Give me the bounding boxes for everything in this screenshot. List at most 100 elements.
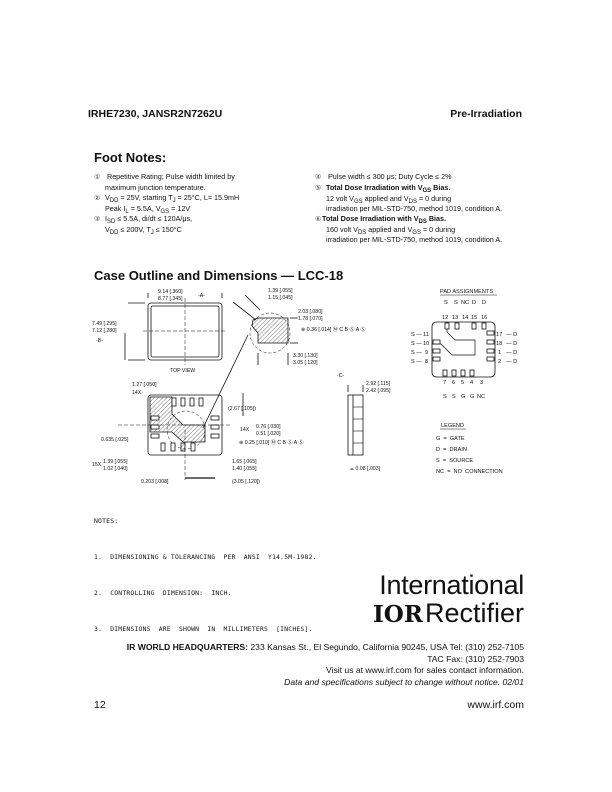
- svg-text:16: 16: [481, 315, 487, 321]
- note-item: 2. CONTROLLING DIMENSION: INCH.: [94, 589, 232, 597]
- top-view-label: TOP VIEW: [170, 368, 195, 374]
- dim-pad-h-min: 1.78 [.070]: [298, 316, 323, 322]
- svg-text:3: 3: [480, 380, 483, 386]
- svg-text:S: S: [454, 300, 458, 306]
- dim-pad-small-max: 0.76 [.030]: [256, 424, 281, 430]
- dim-ref-1: (2.67 [.105]): [228, 406, 256, 412]
- dim-pad-small-min: 0.51 [.020]: [256, 431, 281, 437]
- dim-thick-min: 2.42 [.095]: [366, 388, 391, 394]
- footnotes-left: ① Repetitive Rating; Pulse width limited…: [94, 172, 314, 236]
- svg-text:11: 11: [423, 332, 429, 338]
- note-item: 1. DIMENSIONING & TOLERANCING PER ANSI Y…: [94, 553, 317, 561]
- svg-text:13: 13: [452, 315, 458, 321]
- svg-text:2: 2: [498, 359, 501, 365]
- page-number: 12: [94, 699, 106, 711]
- pad-assignments-title: PAD ASSIGNMENTS: [440, 289, 493, 295]
- tolerance-frame-1: ⊕ 0.36 [.014] Ⓜ C B Ⓢ A Ⓢ: [301, 325, 366, 333]
- side-view-outline: [347, 394, 364, 456]
- legend-item: NC = NO CONNECTION: [436, 469, 503, 475]
- svg-text:7: 7: [443, 380, 446, 386]
- dim-width-min: 8.77 [.345]: [158, 296, 183, 302]
- svg-text:4: 4: [470, 380, 473, 386]
- svg-text:— D: — D: [506, 359, 517, 365]
- disclaimer: Data and specifications subject to chang…: [284, 676, 524, 687]
- footnotes-title: Foot Notes:: [94, 150, 167, 165]
- svg-text:8: 8: [425, 359, 428, 365]
- svg-text:S —: S —: [411, 350, 422, 356]
- svg-text:D: D: [482, 300, 486, 306]
- svg-text:S: S: [444, 300, 448, 306]
- legend-item: D = DRAIN: [436, 447, 467, 453]
- dim-pad-w-min: 3.05 [.120]: [293, 360, 318, 366]
- dim-corner-min: 1.40 [.055]: [232, 466, 257, 472]
- svg-text:S: S: [452, 394, 456, 400]
- pad-right-column: 17— D 18— D 1— D 2— D: [496, 332, 517, 365]
- dim-pad-len-min: 1.02 [.040]: [103, 466, 128, 472]
- svg-text:NC: NC: [461, 300, 469, 306]
- notes-title: NOTES:: [94, 517, 119, 525]
- svg-text:S —: S —: [411, 359, 422, 365]
- visit-text: Visit us at www.irf.com for sales contac…: [325, 665, 524, 675]
- svg-text:S: S: [443, 394, 447, 400]
- svg-text:— D: — D: [506, 332, 517, 338]
- dim-pitch: 1.27 [.050]: [132, 382, 157, 388]
- svg-text:15: 15: [471, 315, 477, 321]
- svg-text:G: G: [461, 394, 465, 400]
- svg-text:14: 14: [462, 315, 468, 321]
- legend-title: LEGEND: [441, 423, 464, 429]
- dim-width-max: 9.14 [.360]: [158, 289, 183, 295]
- dim-14x-b: 14X: [240, 427, 250, 433]
- dim-small: 0.203 [.008]: [141, 479, 169, 485]
- svg-text:12: 12: [442, 315, 448, 321]
- pad-left-column: S —11 S —10 S —9 S —8: [411, 332, 429, 365]
- footnotes-right: ④ Pulse width ≤ 300 μs; Duty Cycle ≤ 2% …: [315, 172, 535, 245]
- svg-text:17: 17: [496, 332, 502, 338]
- fax: TAC Fax: (310) 252-7903: [427, 653, 524, 664]
- svg-text:18: 18: [496, 341, 502, 347]
- tolerance-frame-2: ⊕ 0.25 [.010] Ⓜ C B Ⓢ A Ⓢ: [239, 438, 304, 446]
- case-outline-title: Case Outline and Dimensions — LCC-18: [94, 268, 344, 283]
- svg-text:G: G: [470, 394, 474, 400]
- footnote-1: ① Repetitive Rating; Pulse width limited…: [94, 172, 235, 192]
- logo-rectifier: IORRectifier: [373, 598, 524, 628]
- hq-address: 233 Kansas St., El Segundo, California 9…: [248, 642, 524, 652]
- datum-b: -B-: [96, 338, 103, 344]
- datum-c: -C-: [337, 373, 344, 379]
- pad-bottom-row: 7S 6S 5G 4G 3NC: [443, 380, 485, 400]
- dim-thick-max: 2.92 [.115]: [366, 381, 391, 387]
- svg-text:— D: — D: [506, 350, 517, 356]
- dim-15x: 15X: [92, 462, 102, 468]
- svg-text:S —: S —: [411, 332, 422, 338]
- contact-block: IR WORLD HEADQUARTERS: 233 Kansas St., E…: [127, 642, 524, 688]
- dim-lead-width-max: 1.39 [.055]: [268, 288, 293, 294]
- legend-item: G = GATE: [436, 436, 465, 442]
- svg-text:1: 1: [498, 350, 501, 356]
- dim-14x-a: 14X: [132, 390, 142, 396]
- logo-international: International: [379, 570, 524, 600]
- dim-pad-len-max: 1.39 [.055]: [103, 459, 128, 465]
- dim-lead-width-min: 1.15 [.045]: [268, 295, 293, 301]
- note-item: 3. DIMENSIONS ARE SHOWN IN MILLIMETERS […: [94, 625, 313, 633]
- legend-item: S = SOURCE: [436, 458, 473, 464]
- flatness-frame: ⌓ 0.08 [.003]: [350, 466, 381, 472]
- datum-a: -A-: [198, 293, 205, 299]
- svg-text:5: 5: [461, 380, 464, 386]
- dim-corner-max: 1.65 [.065]: [232, 459, 257, 465]
- footer-url[interactable]: www.irf.com: [467, 699, 524, 711]
- dim-height-min: 7.12 [.280]: [92, 328, 117, 334]
- dim-pad-w-max: 3.30 [.130]: [293, 353, 318, 359]
- ior-logo-icon: IOR: [373, 601, 423, 628]
- svg-text:NC: NC: [477, 394, 485, 400]
- hq-label: IR WORLD HEADQUARTERS:: [126, 642, 249, 652]
- pad-assignment-outline: [431, 321, 496, 378]
- svg-text:D: D: [472, 300, 476, 306]
- drawing-notes: NOTES: 1. DIMENSIONING & TOLERANCING PER…: [94, 491, 317, 647]
- pad-top-row: S 12 S 13 NC 14 D 15 D 16: [442, 300, 487, 321]
- svg-text:6: 6: [452, 380, 455, 386]
- svg-text:S —: S —: [411, 341, 422, 347]
- dim-ref-2: (3.05 [.120]): [232, 479, 260, 485]
